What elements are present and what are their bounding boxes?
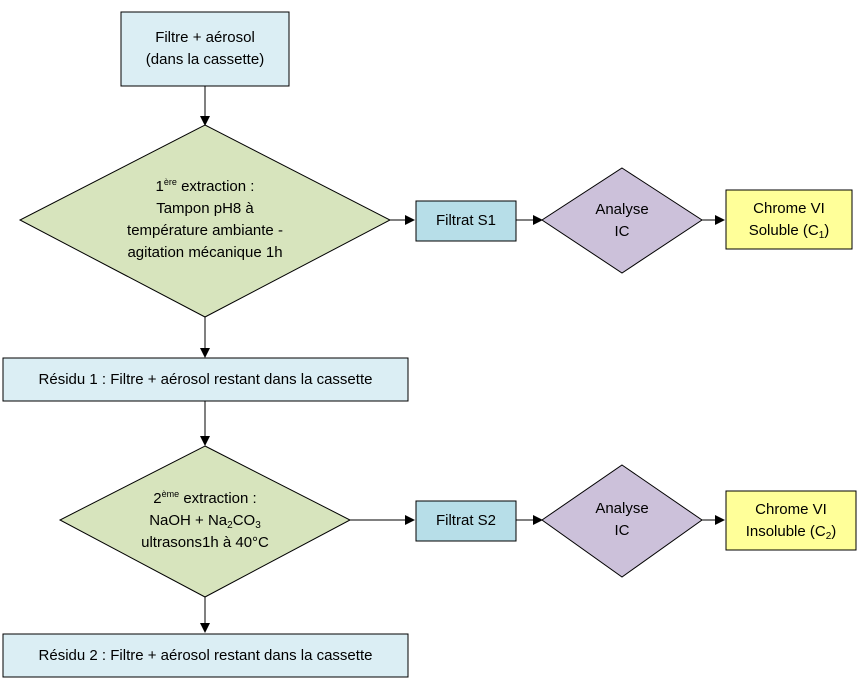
residu1-box <box>2 357 409 402</box>
result2-box <box>725 490 857 551</box>
start-box <box>120 11 290 87</box>
analyse1-diamond <box>541 167 703 274</box>
step1-diamond <box>18 124 392 318</box>
step2-diamond <box>58 445 352 598</box>
residu2-box <box>2 633 409 678</box>
filtrat1-box <box>415 200 517 242</box>
filtrat2-box <box>415 500 517 542</box>
result1-box <box>725 189 853 250</box>
analyse2-diamond <box>541 464 703 578</box>
